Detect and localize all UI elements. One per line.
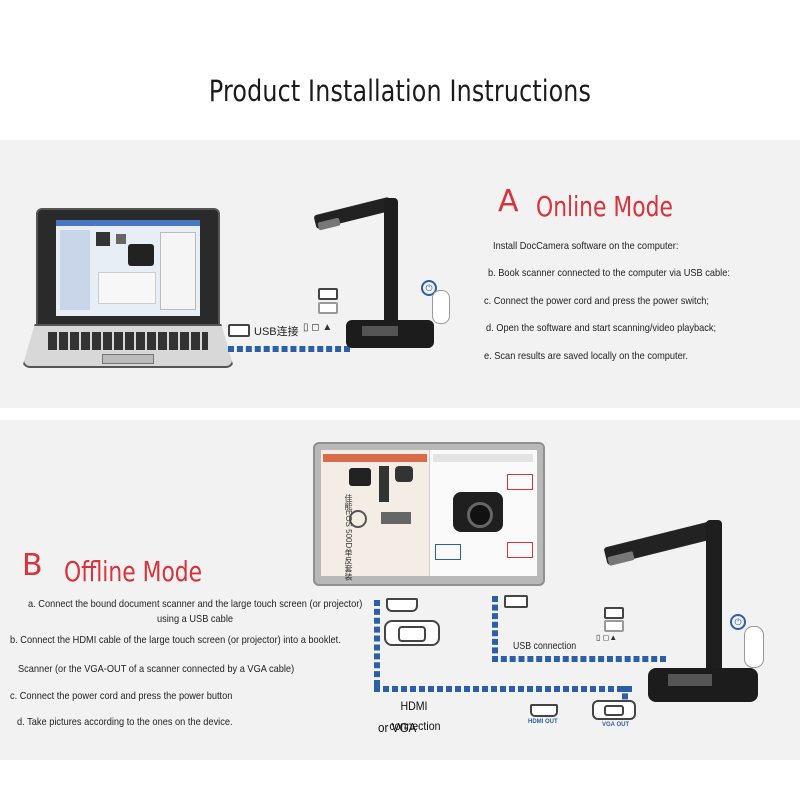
screen-vertical-text: 佳能EOS 500D单反套装 (344, 494, 353, 581)
hdmi-out-label: HDMI OUT (528, 719, 558, 725)
section-b-letter: B (22, 548, 43, 583)
section-a-step-d: d. Open the software and start scanning/… (486, 322, 717, 334)
laptop-keyboard (22, 324, 234, 368)
section-b-title: Offline Mode (64, 555, 203, 588)
hdmi-cable-vertical (374, 600, 380, 686)
section-b-step-b-cont: Scanner (or the VGA-OUT of a scanner con… (18, 663, 295, 675)
scanner-usb-port-icon-2 (318, 302, 338, 314)
section-b-step-c: c. Connect the power cord and press the … (10, 690, 233, 702)
section-a-intro: Install DocCamera software on the comput… (493, 240, 679, 252)
device-icons-b: ▯ ◻▲ (596, 633, 618, 642)
vga-out-port-icon (592, 700, 636, 720)
or-vga-label: or VGA (378, 720, 417, 735)
screen-usb-port-icon (504, 595, 528, 608)
scanner-b-usb-port-icon-2 (604, 620, 624, 632)
usb-cable-horizontal (492, 656, 666, 662)
section-a-step-b: b. Book scanner connected to the compute… (488, 267, 730, 279)
book-scanner-illustration (310, 188, 450, 360)
vga-out-label: VGA OUT (602, 722, 630, 728)
finger-icon-b (744, 626, 764, 668)
section-b-step-b: b. Connect the HDMI cable of the large t… (10, 634, 341, 646)
scanner-usb-port-icon (318, 288, 338, 300)
page-title: Product Installation Instructions (208, 74, 592, 108)
section-a-step-c: c. Connect the power cord and press the … (484, 295, 709, 307)
usb-cable-vertical (492, 596, 498, 662)
usb-connection-label-b: USB connection (513, 641, 577, 652)
touch-screen-illustration: 佳能EOS 500D单反套装 (313, 442, 545, 586)
hdmi-cable-horizontal (374, 686, 632, 692)
hdmi-out-port-icon (530, 704, 558, 717)
section-a-step-e: e. Scan results are saved locally on the… (484, 350, 688, 362)
usb-connection-label: USB连接 (254, 326, 299, 338)
hdmi-connection-label: HDMI connection (389, 699, 441, 733)
laptop-screen (56, 220, 200, 316)
hdmi-port-icon (386, 598, 418, 612)
laptop-illustration (22, 208, 234, 368)
book-scanner-b-illustration (602, 508, 762, 708)
finger-icon (432, 290, 450, 324)
power-button-icon: ⏻ (421, 280, 437, 296)
section-b-step-a: a. Connect the bound document scanner an… (28, 598, 363, 610)
power-button-icon-b: ⏻ (730, 614, 746, 630)
vga-port-icon (384, 620, 440, 646)
scanner-b-usb-port-icon (604, 607, 624, 619)
usb-cable-line (228, 346, 350, 352)
section-b-step-a-cont: using a USB cable (157, 613, 234, 625)
section-a-letter: A (498, 184, 519, 219)
usb-port-icon (228, 324, 250, 337)
section-b-step-d: d. Take pictures according to the ones o… (17, 716, 233, 728)
touch-screen-display (321, 450, 537, 576)
section-a-title: Online Mode (536, 190, 673, 223)
device-icons: ▯ ◻ ▲ (303, 322, 333, 333)
